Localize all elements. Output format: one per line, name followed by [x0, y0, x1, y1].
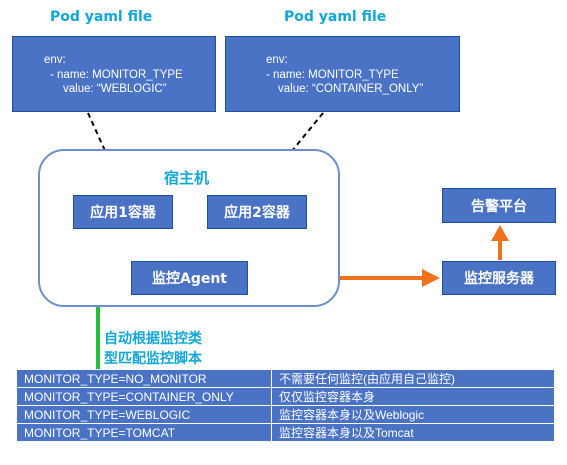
- yaml2-line3: value: “CONTAINER_ONLY”: [278, 83, 424, 95]
- yaml2-box: env: - name: MONITOR_TYPE value: “CONTAI…: [225, 36, 460, 112]
- monitor-type-cell: MONITOR_TYPE=CONTAINER_ONLY: [16, 387, 272, 406]
- yaml2-line1: env:: [266, 54, 288, 66]
- yaml1-line2: - name: MONITOR_TYPE: [50, 69, 183, 81]
- note-line1: 自动根据监控类: [104, 331, 202, 347]
- monitor-agent: 监控Agent: [131, 261, 248, 295]
- monitor-type-cell: MONITOR_TYPE=TOMCAT: [16, 423, 272, 442]
- monitor-type-table: MONITOR_TYPE=NO_MONITOR 不需要任何监控(由应用自己监控)…: [16, 369, 555, 442]
- yaml2-line2: - name: MONITOR_TYPE: [266, 69, 399, 81]
- yaml2-title: Pod yaml file: [284, 9, 387, 25]
- auto-match-note: 自动根据监控类 型匹配监控脚本: [104, 329, 202, 369]
- container-app1: 应用1容器: [73, 195, 173, 229]
- yaml1-line1: env:: [44, 54, 66, 66]
- yaml1-title: Pod yaml file: [50, 9, 153, 25]
- monitor-desc-cell: 不需要任何监控(由应用自己监控): [271, 369, 555, 388]
- table-row: MONITOR_TYPE=CONTAINER_ONLY 仅仅监控容器本身: [16, 387, 555, 406]
- table-row: MONITOR_TYPE=TOMCAT 监控容器本身以及Tomcat: [16, 423, 555, 442]
- monitor-desc-cell: 仅仅监控容器本身: [271, 387, 555, 406]
- yaml1-line3: value: “WEBLOGIC”: [63, 83, 167, 95]
- monitor-desc-cell: 监控容器本身以及Tomcat: [271, 423, 555, 442]
- monitor-type-cell: MONITOR_TYPE=WEBLOGIC: [16, 405, 272, 424]
- monitor-server: 监控服务器: [442, 261, 556, 295]
- host-title: 宿主机: [164, 169, 210, 187]
- note-line2: 型匹配监控脚本: [104, 351, 202, 367]
- table-row: MONITOR_TYPE=WEBLOGIC 监控容器本身以及Weblogic: [16, 405, 555, 424]
- container-app2: 应用2容器: [207, 195, 307, 229]
- yaml1-box: env: - name: MONITOR_TYPE value: “WEBLOG…: [12, 36, 216, 112]
- table-row: MONITOR_TYPE=NO_MONITOR 不需要任何监控(由应用自己监控): [16, 369, 555, 388]
- server-to-alert-arrowhead: [491, 225, 509, 241]
- agent-to-server-arrowhead: [422, 269, 440, 287]
- alert-platform: 告警平台: [442, 188, 556, 223]
- monitor-desc-cell: 监控容器本身以及Weblogic: [271, 405, 555, 424]
- monitor-type-cell: MONITOR_TYPE=NO_MONITOR: [16, 369, 272, 388]
